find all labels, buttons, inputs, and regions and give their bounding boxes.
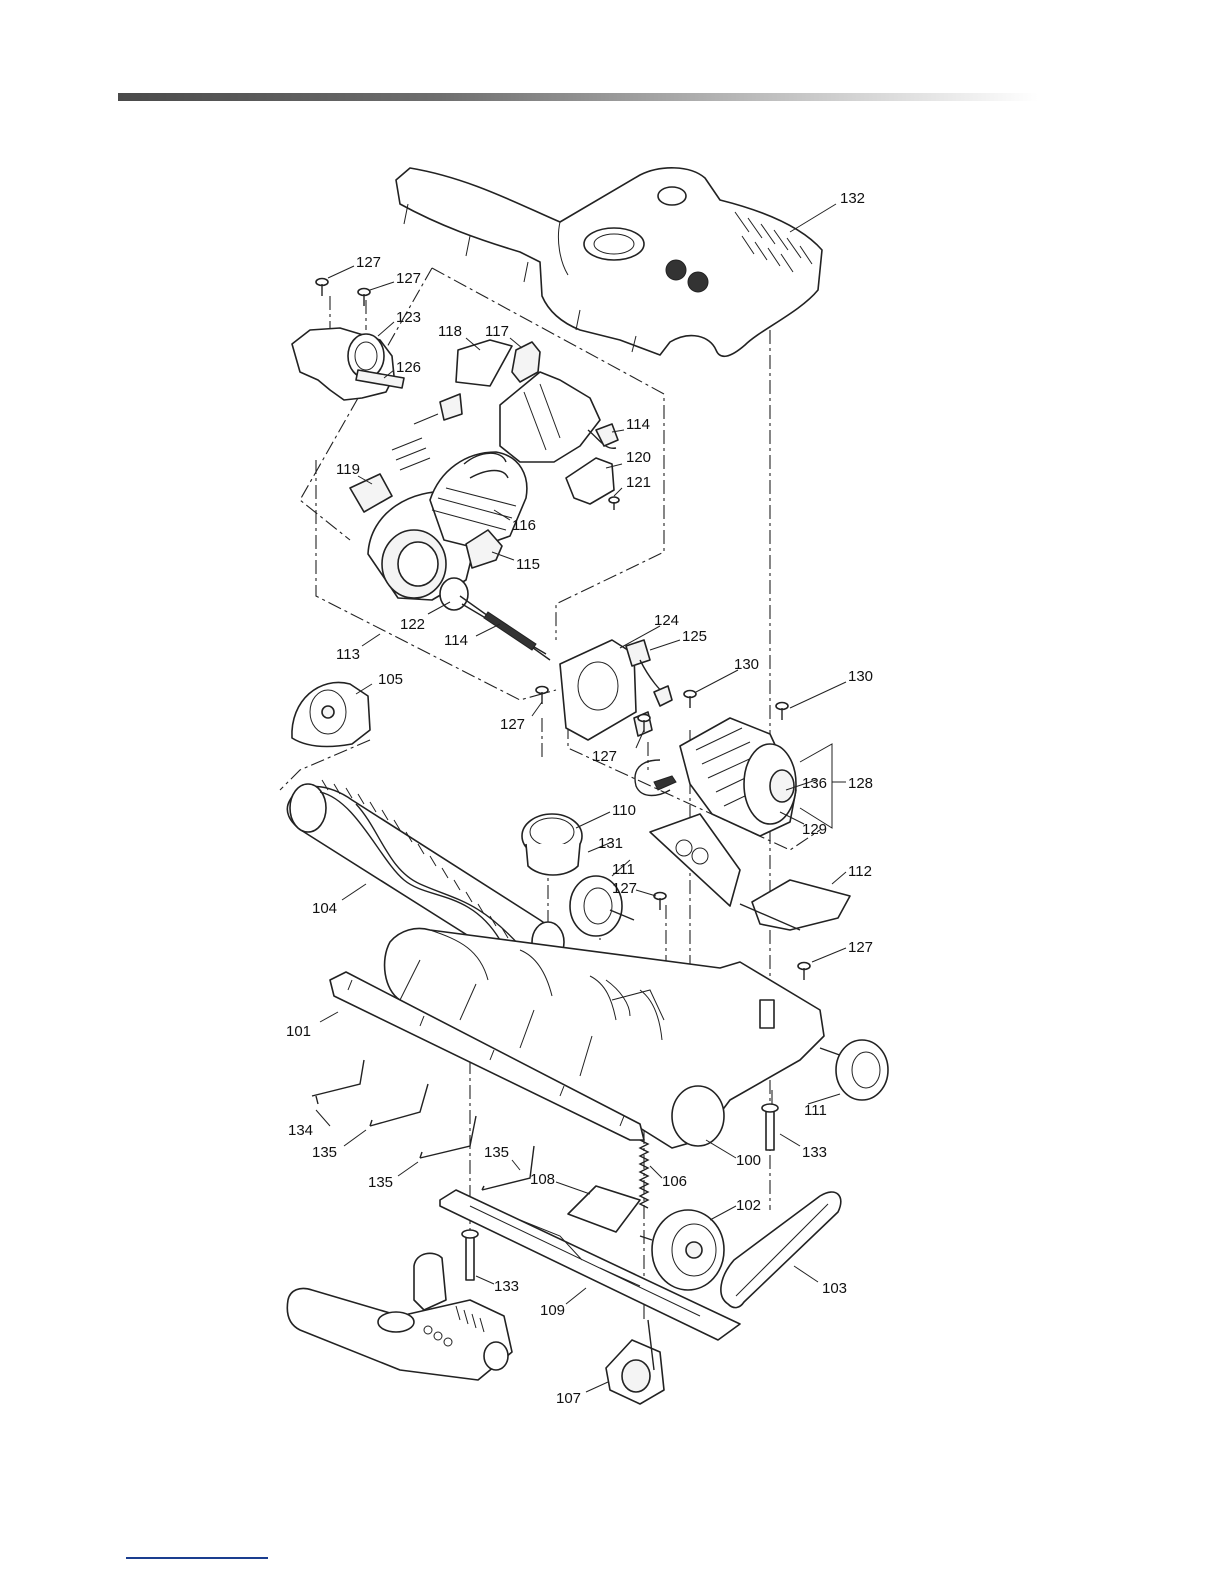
callout-100: 100 — [736, 1152, 761, 1169]
callout-127: 127 — [592, 748, 617, 765]
callout-123: 123 — [396, 309, 421, 326]
callout-120: 120 — [626, 449, 651, 466]
spring-106 — [640, 1140, 648, 1208]
callout-114: 114 — [444, 632, 468, 649]
fan-110 — [522, 814, 582, 875]
callout-127: 127 — [396, 270, 421, 287]
motor-subassembly — [350, 340, 618, 660]
callout-128: 128 — [848, 775, 873, 792]
callout-127: 127 — [848, 939, 873, 956]
callout-130: 130 — [734, 656, 759, 673]
brush-drive-107 — [606, 1320, 664, 1404]
motor-bracket-124 — [560, 640, 672, 740]
callout-119: 119 — [336, 461, 360, 478]
callout-127: 127 — [356, 254, 381, 271]
callout-118: 118 — [438, 323, 462, 340]
footer-rule — [126, 1557, 268, 1559]
circuit-board — [650, 814, 740, 906]
callout-125: 125 — [682, 628, 707, 645]
callout-103: 103 — [822, 1280, 847, 1297]
callout-112: 112 — [848, 863, 872, 880]
callout-129: 129 — [802, 821, 827, 838]
callout-105: 105 — [378, 671, 403, 688]
callout-126: 126 — [396, 359, 421, 376]
callout-102: 102 — [736, 1197, 761, 1214]
callout-124: 124 — [654, 612, 679, 629]
callout-133: 133 — [802, 1144, 827, 1161]
brush-strip-clips — [312, 1060, 534, 1190]
callout-130: 130 — [848, 668, 873, 685]
callout-131: 131 — [598, 835, 623, 852]
callout-127: 127 — [612, 880, 637, 897]
powerhead-preview — [287, 1253, 512, 1380]
callout-121: 121 — [626, 474, 651, 491]
callout-107: 107 — [556, 1390, 581, 1407]
wheel-111-right — [820, 1040, 888, 1100]
callout-101: 101 — [286, 1023, 311, 1040]
callout-122: 122 — [400, 616, 425, 633]
motor-end-bracket-123 — [292, 328, 404, 400]
height-adjust-pedal-112 — [740, 880, 850, 930]
callout-135: 135 — [368, 1174, 393, 1191]
callout-106: 106 — [662, 1173, 687, 1190]
callout-109: 109 — [540, 1302, 565, 1319]
motor-128 — [634, 712, 796, 836]
callout-135: 135 — [312, 1144, 337, 1161]
callout-132: 132 — [840, 190, 865, 207]
callout-116: 116 — [512, 517, 536, 534]
belt-pulley-102 — [640, 1210, 724, 1290]
callout-104: 104 — [312, 900, 337, 917]
callout-135: 135 — [484, 1144, 509, 1161]
callout-108: 108 — [530, 1171, 555, 1188]
callout-117: 117 — [485, 323, 509, 340]
callout-111: 111 — [804, 1102, 827, 1119]
callout-115: 115 — [516, 556, 540, 573]
callout-110: 110 — [612, 802, 636, 819]
callout-134: 134 — [288, 1122, 313, 1139]
callout-133: 133 — [494, 1278, 519, 1295]
callout-136: 136 — [802, 775, 827, 792]
callout-127: 127 — [500, 716, 525, 733]
callout-114: 114 — [626, 416, 650, 433]
callout-111: 111 — [612, 861, 635, 878]
callout-113: 113 — [336, 646, 360, 663]
